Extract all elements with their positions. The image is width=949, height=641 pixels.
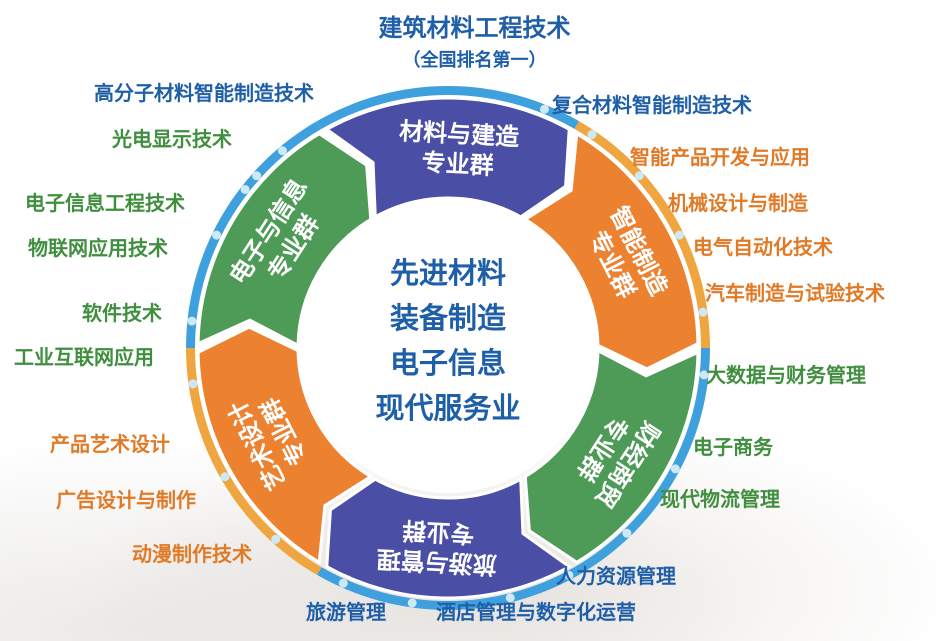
segment-materials [323,96,571,220]
ring-dot [698,307,708,317]
ring-dot [587,130,597,140]
label-mechanical: 机械设计与制造 [668,191,808,215]
segment-text-materials-1: 材料与建造 [399,117,520,151]
ring-dot [271,534,281,544]
label-auto: 汽车制造与试验技术 [705,281,885,305]
label-product-art: 产品艺术设计 [50,432,170,456]
ring-dot [252,171,262,181]
center-disc [303,203,593,493]
top-major-subtitle: （全国排名第一） [402,50,547,71]
label-advertising: 广告设计与制作 [56,488,196,512]
outer-ring-arc [317,85,579,129]
ring-dot [634,171,644,181]
segment-text-tourism-2: 专业群 [402,516,475,548]
label-iot: 物联网应用技术 [28,236,168,260]
label-software: 软件技术 [82,301,162,325]
label-hr: 人力资源管理 [556,564,676,588]
label-electronic-info: 电子信息工程技术 [25,191,185,215]
ring-dot [407,598,417,608]
ring-dot [338,578,348,588]
outer-ring-arc [186,348,322,575]
label-optoelectronic: 光电显示技术 [112,127,232,151]
center-text-group: 先进材料 装备制造 电子信息 现代服务业 [375,256,520,425]
segment-art [196,325,374,565]
ring-dot [505,593,515,603]
label-smart-product: 智能产品开发与应用 [630,145,810,169]
outer-ring-arc [574,348,710,575]
ring-dot [277,146,287,156]
segment-manufacturing [522,131,700,371]
label-ecommerce: 电子商务 [693,435,773,459]
label-animation: 动漫制作技术 [132,542,252,566]
ring-dot [539,104,549,114]
center-line-1: 先进材料 [390,256,506,290]
label-industrial-internet: 工业互联网应用 [14,345,154,369]
segment-text-materials-2: 专业群 [421,148,494,180]
segment-tourism [325,476,573,600]
label-electrical: 电气自动化技术 [693,235,833,259]
ring-dot [699,370,709,380]
segment-text-tourism-1: 旅游与管理 [376,545,497,579]
center-line-2: 装备制造 [390,301,506,335]
center-line-4: 现代服务业 [375,391,520,425]
label-tourism-mgmt: 旅游管理 [306,600,386,624]
ring-dot [670,464,680,474]
ring-dot [564,570,574,580]
label-hotel: 酒店管理与数字化运营 [436,600,636,624]
label-big-data: 大数据与财务管理 [706,363,866,387]
outer-ring [186,85,710,610]
center-line-3: 电子信息 [390,346,506,380]
segment-finance [523,348,700,565]
segment-electronics [196,131,373,348]
label-logistics: 现代物流管理 [660,487,780,511]
label-polymer: 高分子材料智能制造技术 [94,81,314,105]
label-composite: 复合材料智能制造技术 [552,93,752,117]
ring-dot [212,230,222,240]
ring-dot [188,379,198,389]
segment-group: 材料与建造专业群智能制造专业群财经商贸专业群旅游与管理专业群艺术设计专业群电子与… [196,96,700,600]
top-major-title: 建筑材料工程技术 [378,14,571,42]
ring-dot [187,316,197,326]
ring-dot [622,528,632,538]
ring-dot [674,230,684,240]
ring-dot [240,184,250,194]
ring-dot [220,472,230,482]
